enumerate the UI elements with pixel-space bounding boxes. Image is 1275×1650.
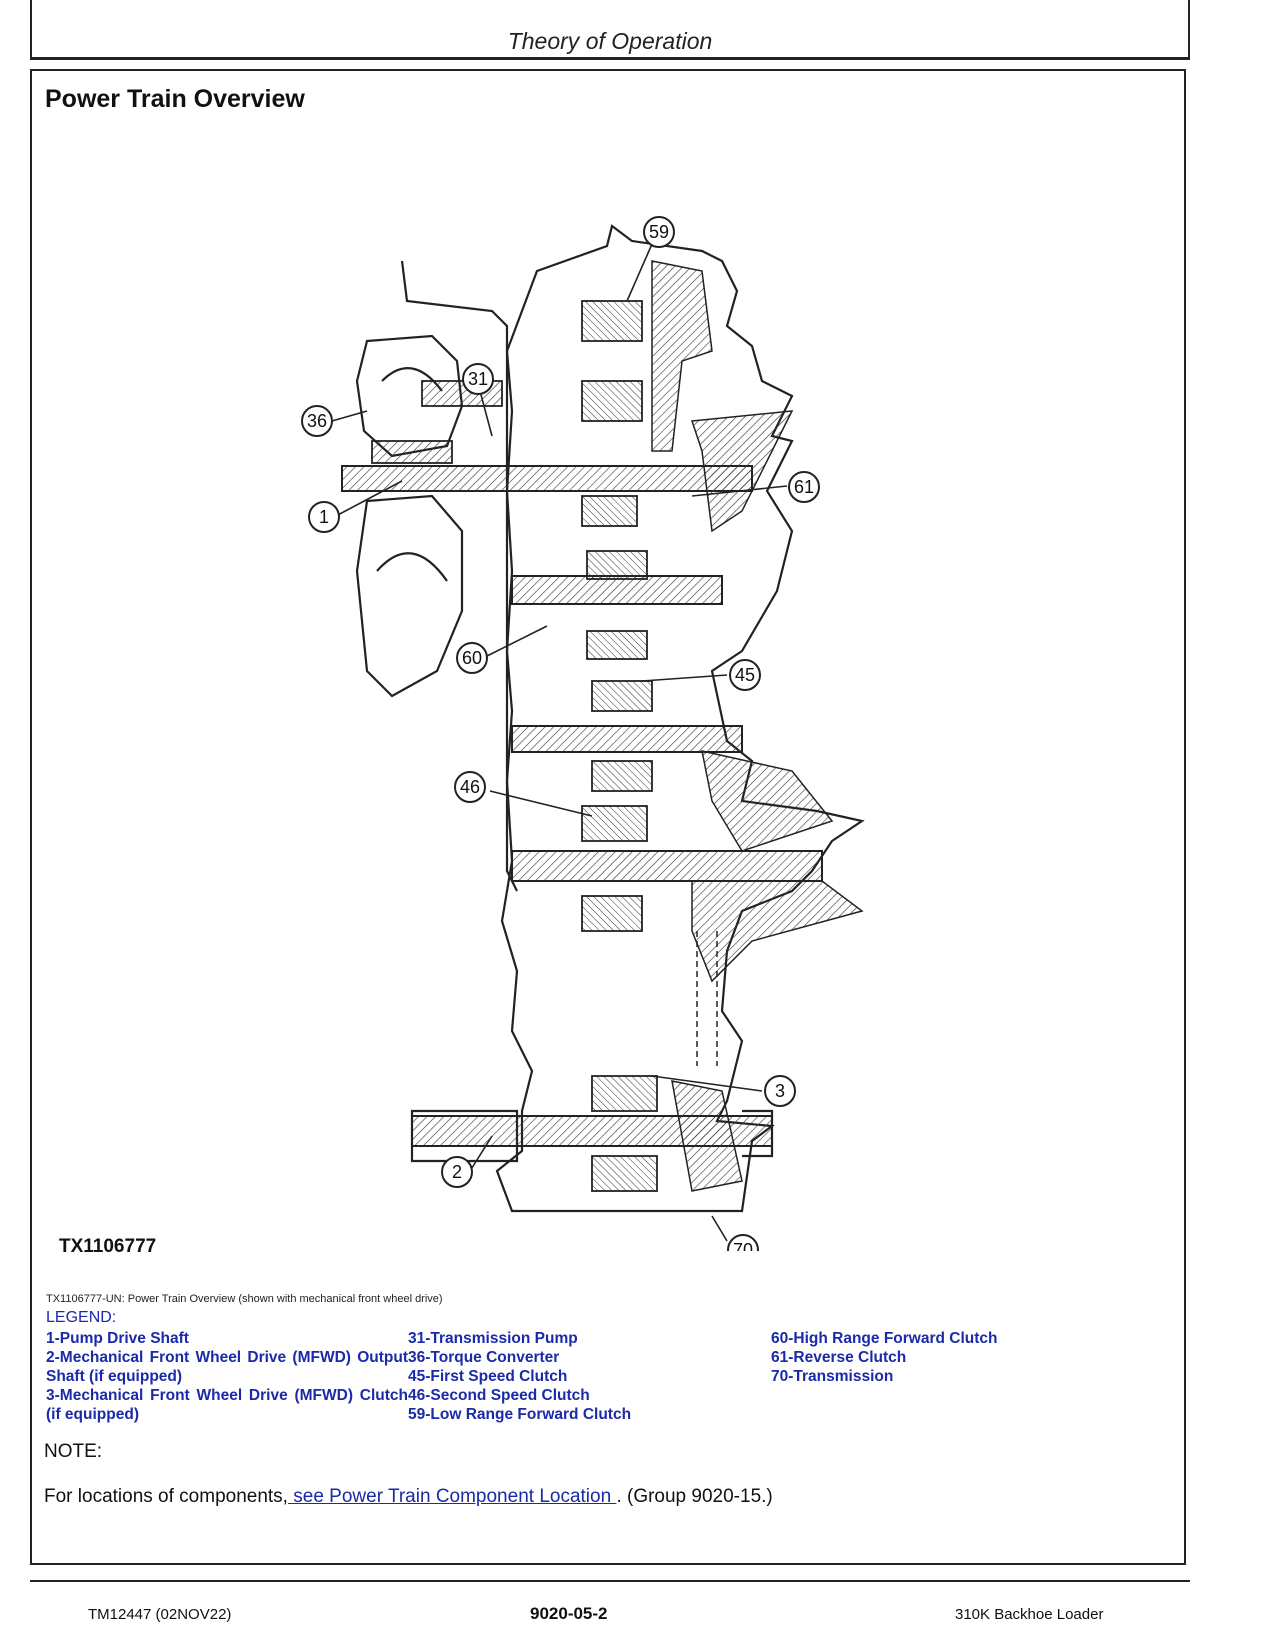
callout-46: 46 — [460, 777, 480, 797]
note-text-before: For locations of components, — [44, 1486, 288, 1507]
callout-45: 45 — [735, 665, 755, 685]
header-title: Theory of Operation — [507, 28, 713, 54]
legend-item: 2-Mechanical Front Wheel Drive (MFWD) Ou… — [46, 1349, 408, 1385]
section-title: Power Train Overview — [45, 85, 305, 113]
legend-column-3: 60-High Range Forward Clutch 61-Reverse … — [771, 1329, 1133, 1386]
callout-3: 3 — [775, 1081, 785, 1101]
legend-item: 46-Second Speed Clutch — [408, 1387, 590, 1404]
callout-2: 2 — [452, 1162, 462, 1182]
footer-divider — [30, 1580, 1190, 1582]
legend-item: 70-Transmission — [771, 1368, 894, 1385]
footer-page-number: 9020-05-2 — [530, 1604, 608, 1623]
legend-title: LEGEND: — [46, 1309, 117, 1326]
header-box: Theory of Operation — [30, 0, 1190, 60]
callout-31: 31 — [468, 369, 488, 389]
content-box: Power Train Overview — [30, 69, 1186, 1565]
legend-item: 31-Transmission Pump — [408, 1330, 578, 1347]
power-train-illustration: 59 31 36 1 61 60 45 46 3 2 70 — [301, 216, 865, 1251]
callout-36: 36 — [307, 411, 327, 431]
callout-59: 59 — [649, 222, 669, 242]
callout-1: 1 — [319, 507, 329, 527]
callout-60: 60 — [462, 648, 482, 668]
footer-manual-id: TM12447 (02NOV22) — [88, 1606, 232, 1623]
footer-machine-name: 310K Backhoe Loader — [955, 1606, 1104, 1623]
figure-caption: TX1106777-UN: Power Train Overview (show… — [46, 1293, 443, 1305]
component-location-link[interactable]: see Power Train Component Location — [287, 1486, 617, 1507]
legend-item: 60-High Range Forward Clutch — [771, 1330, 998, 1347]
note-label: NOTE: — [44, 1441, 103, 1462]
legend-column-1: 1-Pump Drive Shaft 2-Mechanical Front Wh… — [46, 1329, 408, 1424]
legend-item: 61-Reverse Clutch — [771, 1349, 907, 1366]
legend-item: 45-First Speed Clutch — [408, 1368, 568, 1385]
figure-id: TX1106777 — [59, 1236, 157, 1257]
legend-column-2: 31-Transmission Pump 36-Torque Converter… — [408, 1329, 770, 1424]
legend-item: 1-Pump Drive Shaft — [46, 1330, 189, 1347]
legend-item: 3-Mechanical Front Wheel Drive (MFWD) Cl… — [46, 1387, 408, 1423]
callout-61: 61 — [794, 477, 814, 497]
legend-item: 36-Torque Converter — [408, 1349, 560, 1366]
legend-item: 59-Low Range Forward Clutch — [408, 1406, 632, 1423]
note-text: For locations of components, see Power T… — [44, 1486, 773, 1508]
callout-70: 70 — [733, 1240, 753, 1251]
note-text-after: . (Group 9020-15.) — [616, 1486, 773, 1507]
